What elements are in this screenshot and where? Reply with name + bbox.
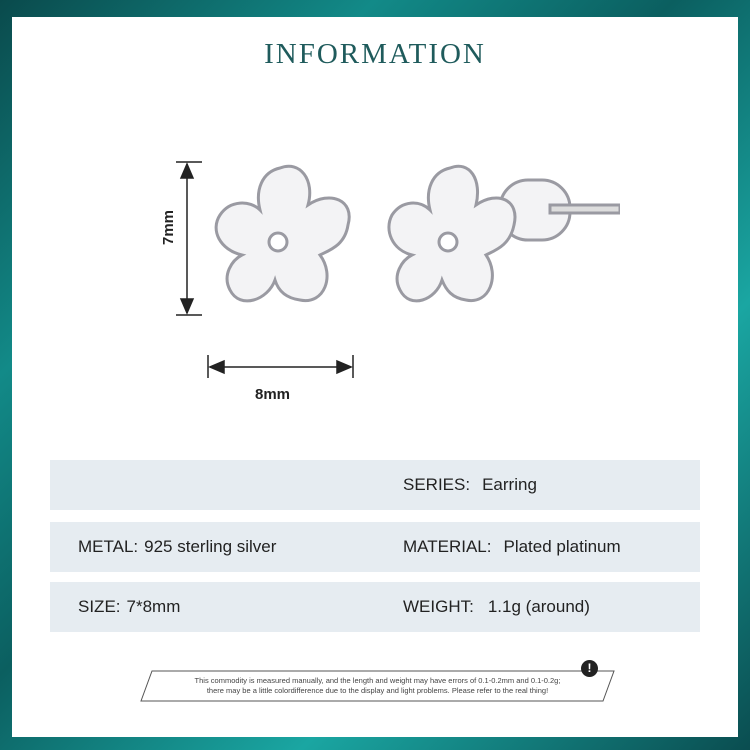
notice-line-2: there may be a little colordifference du… <box>206 686 549 695</box>
weight-label: WEIGHT: <box>403 597 474 616</box>
material-value: Plated platinum <box>503 537 621 556</box>
series-label: SERIES: <box>403 475 471 494</box>
material-label: MATERIAL: <box>403 537 492 556</box>
metal-value: 925 sterling silver <box>144 537 277 556</box>
series-value: Earring <box>482 475 537 494</box>
height-arrow <box>176 161 202 316</box>
warning-icon: ! <box>581 660 598 677</box>
earring-side <box>387 164 620 303</box>
notice-line-1: This commodity is measured manually, and… <box>194 676 561 685</box>
width-label: 8mm <box>255 386 291 403</box>
width-arrow <box>207 355 354 378</box>
size-value: 7*8mm <box>126 597 181 616</box>
spec-row-2: METAL: 925 sterling silver MATERIAL: Plate… <box>50 522 700 572</box>
height-label: 7mm <box>160 209 177 245</box>
metal-label: METAL: <box>78 537 139 556</box>
weight-value: 1.1g (around) <box>487 597 590 616</box>
earring-front <box>214 164 351 303</box>
measurement-notice: This commodity is measured manually, and… <box>140 660 615 702</box>
product-image <box>176 161 620 378</box>
size-label: SIZE: <box>78 597 121 616</box>
spec-row-1: SERIES: Earring <box>50 460 700 510</box>
page-title: INFORMATION <box>264 38 486 70</box>
spec-row-3: SIZE: 7*8mm WEIGHT: 1.1g (around) <box>50 582 700 632</box>
